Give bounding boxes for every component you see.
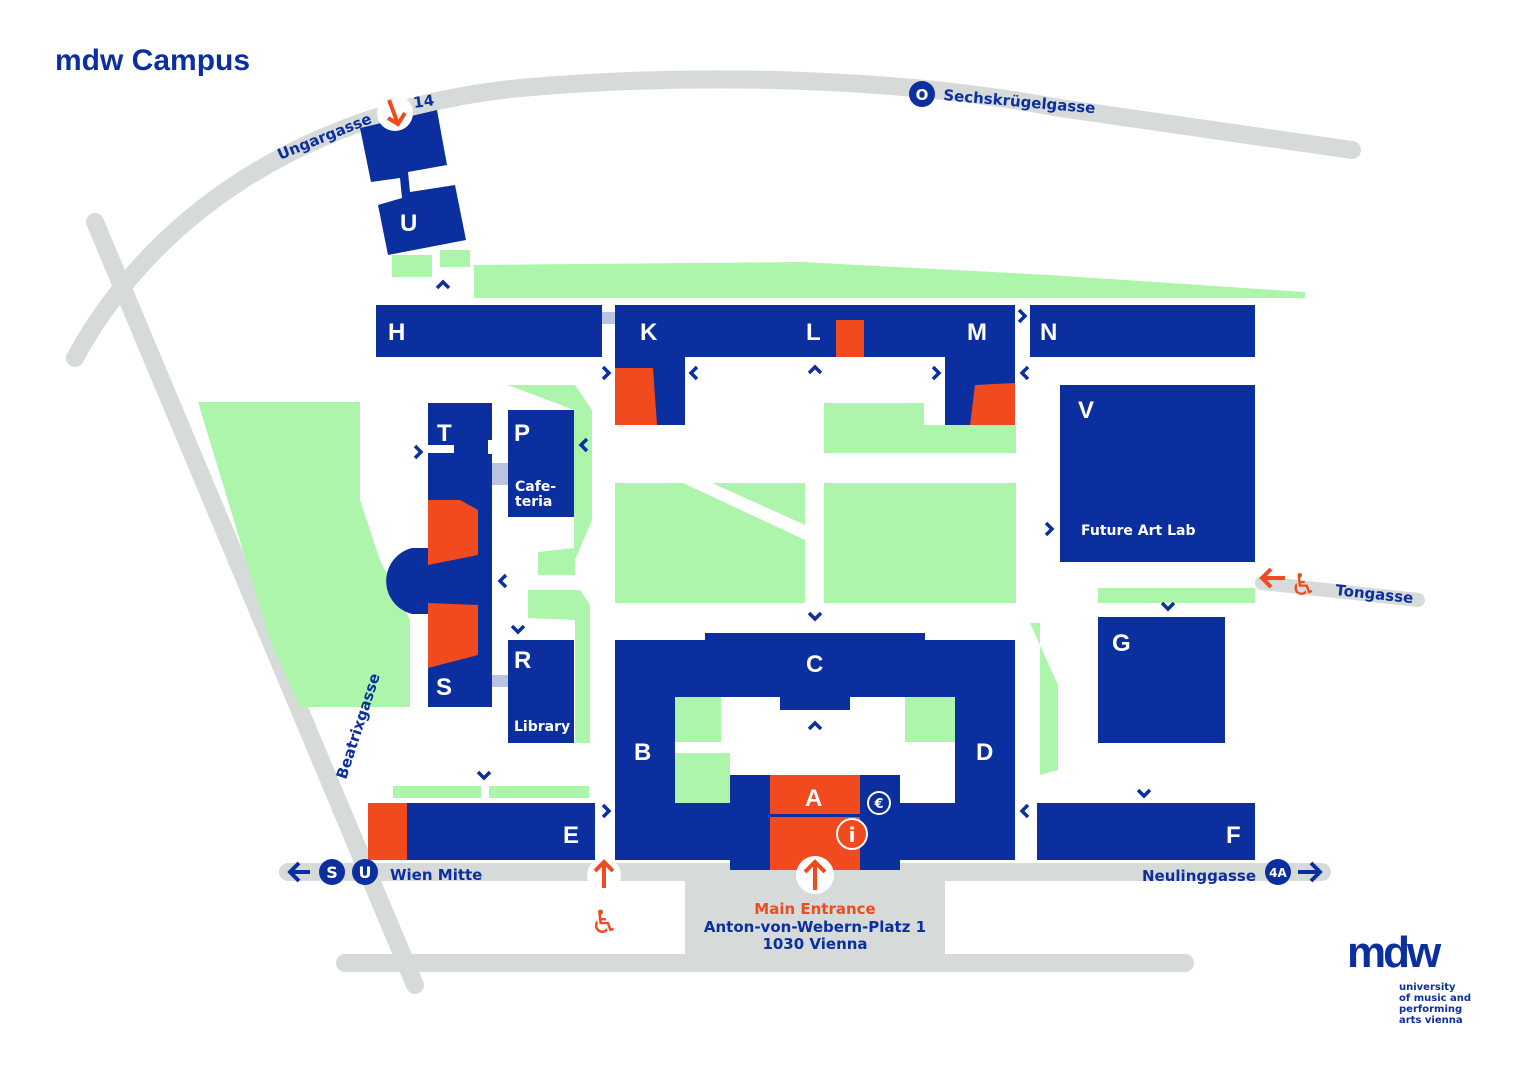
road-tongasse <box>1255 576 1425 607</box>
address-line-2: 1030 Vienna <box>762 935 867 953</box>
green-areas <box>198 250 1305 803</box>
label-M: M <box>967 319 987 346</box>
label-A: A <box>805 785 822 812</box>
label-R: R <box>514 647 531 674</box>
label-H: H <box>388 319 405 346</box>
label-U: U <box>400 210 417 237</box>
label-V-sub: Future Art Lab <box>1081 523 1195 539</box>
label-S: S <box>436 674 452 701</box>
label-N: N <box>1040 319 1057 346</box>
logo-line-4: arts vienna <box>1399 1015 1463 1026</box>
label-P-sub2: teria <box>515 494 552 510</box>
label-G: G <box>1112 630 1131 657</box>
s-bahn-icon <box>319 859 345 885</box>
label-F: F <box>1226 822 1241 849</box>
u-bahn-glyph: U <box>359 863 372 882</box>
info-icon <box>836 818 868 850</box>
building-F <box>1037 803 1255 860</box>
label-P: P <box>514 420 530 447</box>
logo-mark: mdw <box>1347 928 1442 977</box>
s-bahn-glyph: S <box>326 863 338 882</box>
line-o-glyph: O <box>916 86 929 104</box>
arrow-left-icon <box>287 861 310 883</box>
logo-line-3: performing <box>1399 1004 1462 1015</box>
label-P-sub1: Cafe- <box>515 479 556 495</box>
building-U <box>360 110 466 255</box>
building-V <box>1060 385 1255 562</box>
info-glyph: i <box>849 823 856 847</box>
building-KLM <box>615 305 1015 425</box>
bus-4a-icon <box>1265 859 1291 885</box>
label-B: B <box>634 739 651 766</box>
street-tongasse: Tongasse <box>1335 581 1415 607</box>
building-R <box>508 640 574 743</box>
label-C: C <box>806 651 823 678</box>
euro-glyph: € <box>873 797 883 812</box>
building-P <box>508 410 574 517</box>
logo-line-1: university <box>1399 982 1456 993</box>
wheelchair-icon: ♿ <box>590 903 619 941</box>
street-ungargasse: Ungargasse <box>275 110 374 164</box>
street-ungargasse-number: 14 <box>412 91 435 112</box>
logo-line-2: of music and <box>1399 993 1471 1004</box>
address-line-1: Anton-von-Webern-Platz 1 <box>704 918 926 936</box>
buildings <box>360 110 1255 870</box>
main-entrance-label: Main Entrance <box>754 900 875 918</box>
label-V: V <box>1078 397 1094 424</box>
building-BCD <box>615 633 1015 870</box>
wheelchair-icon-tongasse: ♿ <box>1290 568 1317 603</box>
entrance-arrows <box>377 95 1285 894</box>
label-K: K <box>640 319 658 346</box>
euro-icon <box>867 791 891 815</box>
bus-stop-icon <box>909 81 935 107</box>
building-G <box>1098 617 1225 743</box>
label-T: T <box>437 420 452 447</box>
building-N <box>1030 305 1255 357</box>
bus-4a-glyph: 4A <box>1269 866 1287 880</box>
label-D: D <box>976 739 993 766</box>
label-L: L <box>806 319 821 346</box>
label-R-sub: Library <box>514 719 570 735</box>
u-bahn-icon <box>352 859 378 885</box>
map-title: mdw Campus <box>55 44 251 77</box>
street-wien-mitte: Wien Mitte <box>390 866 482 884</box>
street-sechskruegelgasse: Sechskrügelgasse <box>943 86 1096 117</box>
building-H <box>376 305 602 357</box>
street-neulinggasse: Neulinggasse <box>1142 867 1256 885</box>
road-beatrixgasse <box>86 213 424 994</box>
label-E: E <box>563 822 579 849</box>
mdw-logo: mdw university of music and performing a… <box>1347 928 1471 1026</box>
arrow-right-icon <box>1298 861 1323 883</box>
entrance-chevrons <box>413 279 1176 819</box>
